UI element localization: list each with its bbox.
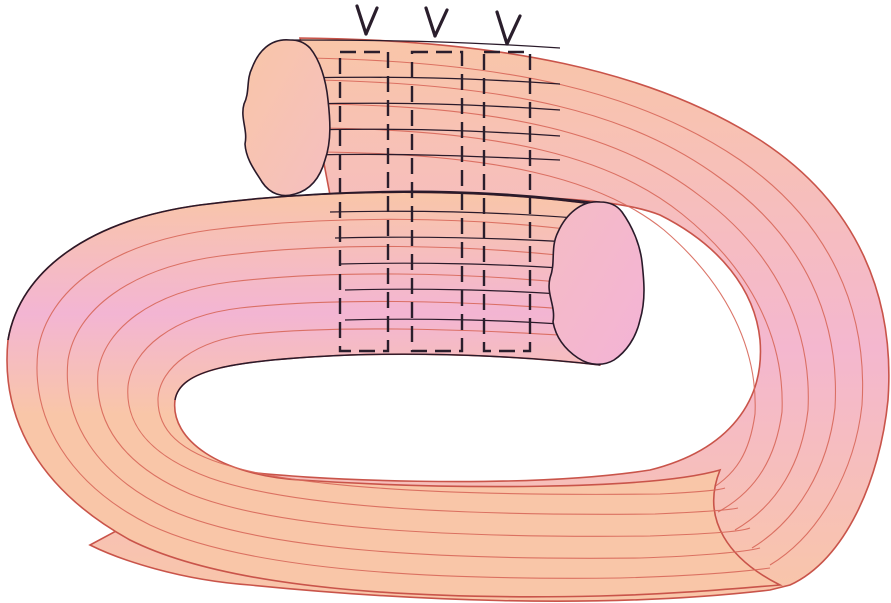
stitch-mark-1: [357, 6, 377, 34]
stitch-mark-2: [426, 8, 447, 36]
stitch-mark-3: [497, 12, 520, 44]
upper-tube-segment: [290, 38, 560, 196]
cut-end-right: [549, 202, 644, 364]
stitch-knots: [357, 6, 520, 44]
loop-left-lobe: [7, 192, 780, 597]
cut-end-left: [243, 40, 330, 196]
